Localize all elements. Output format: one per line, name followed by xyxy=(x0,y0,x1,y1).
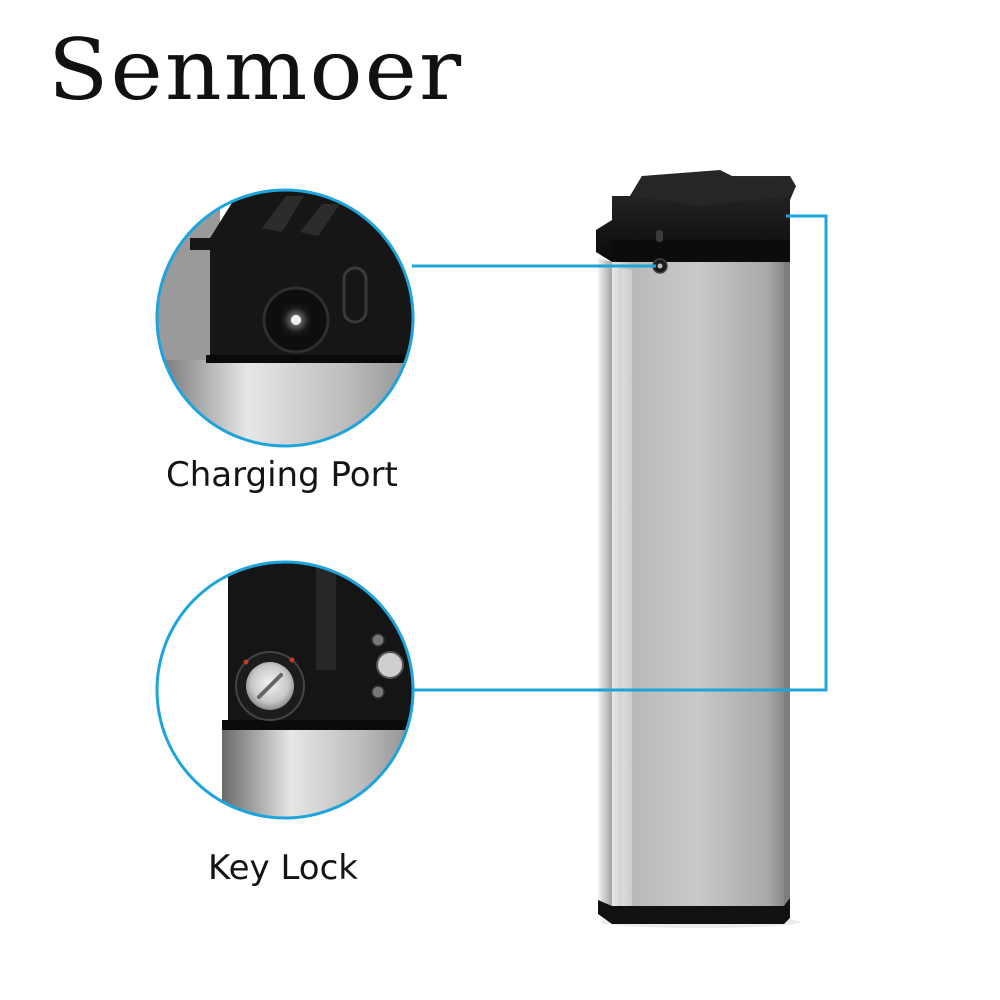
charging-port-zoom xyxy=(155,188,415,448)
battery-pack xyxy=(596,170,800,928)
callout-lines xyxy=(412,214,828,692)
brand-logo: Senmoer xyxy=(48,21,464,119)
charging-port-caption: Charging Port xyxy=(166,455,398,495)
key-lock-zoom xyxy=(155,560,415,820)
key-lock-caption: Key Lock xyxy=(208,848,358,888)
